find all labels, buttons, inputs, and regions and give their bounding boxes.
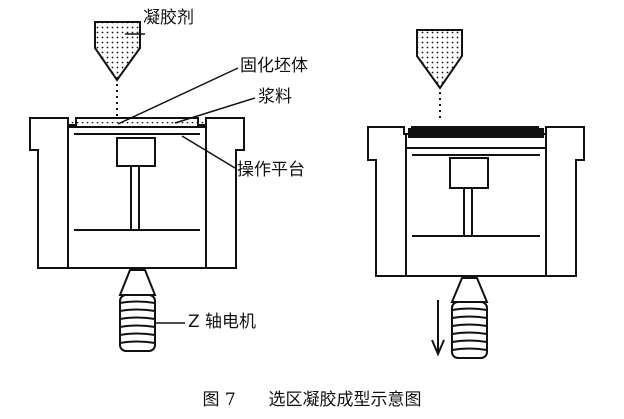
z-axis-motor-left <box>118 269 157 352</box>
leader-slurry <box>174 97 256 124</box>
label-slurry: 浆料 <box>258 87 292 107</box>
label-binder: 凝胶剂 <box>143 8 194 28</box>
figure-title: 选区凝胶成型示意图 <box>268 390 422 410</box>
binder-nozzle-right <box>416 29 463 90</box>
slurry-layer-left <box>70 122 204 126</box>
housing-left <box>29 117 245 269</box>
solidified-layer-right <box>408 128 544 138</box>
piston-head-left <box>116 137 156 167</box>
z-axis-motor-right <box>450 277 489 359</box>
right-apparatus <box>367 29 585 359</box>
label-solidified-green-body: 固化坯体 <box>240 56 308 76</box>
figure-number: 图 7 <box>202 390 236 410</box>
leader-platform <box>181 135 236 169</box>
leader-solidified <box>117 67 239 125</box>
label-build-platform: 操作平台 <box>237 160 305 180</box>
housing-right <box>367 126 585 277</box>
binder-nozzle-left <box>94 21 141 82</box>
label-z-axis-motor: Z 轴电机 <box>188 312 257 332</box>
left-apparatus <box>29 21 256 352</box>
figure-caption: 图 7 选区凝胶成型示意图 <box>0 389 624 411</box>
arrow-down-icon <box>431 300 445 357</box>
piston-head-right <box>449 157 489 189</box>
